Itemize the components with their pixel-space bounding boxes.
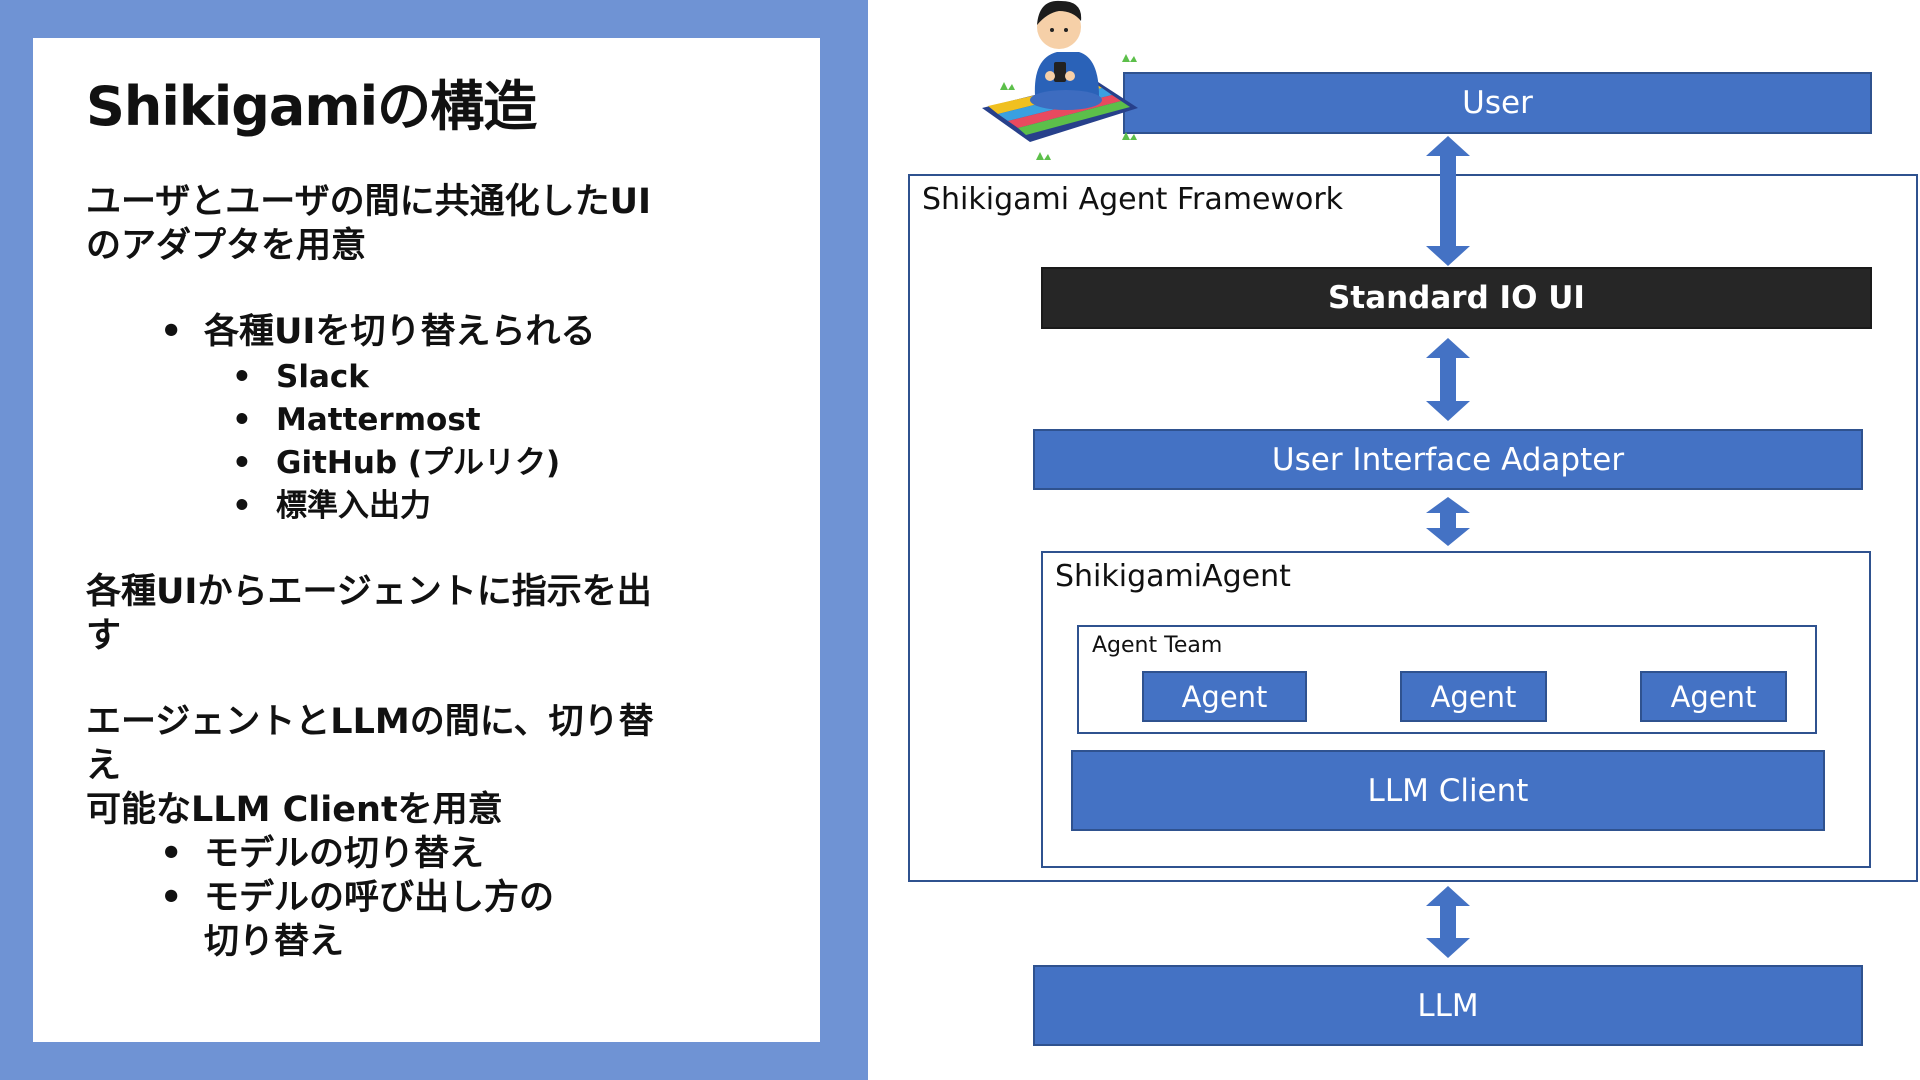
bullet-call-switch: • モデルの呼び出し方の切り替え	[160, 876, 554, 964]
bullet-text: モデルの呼び出し方の	[204, 878, 555, 918]
bullet-text: 各種UIを切り替えられる	[204, 312, 596, 352]
paragraph-ui-adapter: ユーザとユーザの間に共通化したUI のアダプタを用意	[86, 180, 686, 268]
text-card	[33, 38, 820, 1042]
agent-box-2: Agent	[1400, 671, 1547, 722]
agent-team-frame	[1077, 625, 1817, 734]
paragraph-line: 各種UIからエージェントに指示を出	[86, 572, 652, 612]
agent-team-label: Agent Team	[1092, 633, 1223, 658]
bullet-glyph: •	[232, 445, 252, 481]
bidirectional-arrow-io-adapter	[1426, 338, 1470, 421]
bidirectional-arrow-framework-llm	[1426, 886, 1470, 958]
sub-bullet-item: • 標準入出力	[232, 485, 431, 527]
paragraph-line: す	[86, 616, 122, 656]
shikigami-agent-frame	[1041, 551, 1871, 868]
agent-box-1: Agent	[1142, 671, 1307, 722]
bullet-glyph: •	[160, 834, 183, 874]
paragraph-line: エージェントとLLMの間に、切り替え	[86, 702, 654, 786]
sub-bullet-text: Mattermost	[276, 402, 481, 438]
framework-frame	[908, 174, 1918, 882]
bullet-ui-switch: • 各種UIを切り替えられる	[160, 310, 595, 354]
slide-title: Shikigamiの構造	[86, 75, 537, 138]
bullet-glyph: •	[232, 359, 252, 395]
sub-bullet-text: Slack	[276, 359, 369, 395]
bullet-glyph: •	[160, 312, 183, 352]
user-box: User	[1123, 72, 1872, 134]
sub-bullet-text: GitHub (プルリク)	[276, 445, 561, 481]
agent-box-3: Agent	[1640, 671, 1787, 722]
bullet-text-continued: 切り替え	[204, 922, 345, 962]
llm-box: LLM	[1033, 965, 1863, 1046]
sub-bullet-item: • GitHub (プルリク)	[232, 442, 560, 484]
bidirectional-arrow-adapter-agent	[1426, 497, 1470, 546]
bidirectional-arrow-user-io	[1426, 136, 1470, 266]
bullet-glyph: •	[232, 488, 252, 524]
user-illustration-icon	[982, 0, 1138, 160]
sub-bullet-item: • Mattermost	[232, 399, 481, 441]
llm-client-box: LLM Client	[1071, 750, 1825, 831]
sub-bullet-item: • Slack	[232, 356, 369, 398]
user-interface-adapter-box: User Interface Adapter	[1033, 429, 1863, 490]
paragraph-line: 可能なLLM Clientを用意	[86, 790, 503, 830]
framework-label: Shikigami Agent Framework	[922, 182, 1344, 217]
bullet-glyph: •	[232, 402, 252, 438]
bullet-text: モデルの切り替え	[204, 834, 485, 874]
bullet-glyph: •	[160, 878, 183, 918]
sub-bullet-text: 標準入出力	[276, 488, 431, 524]
bullet-text-block: モデルの呼び出し方の切り替え	[204, 876, 554, 964]
paragraph-instructions: 各種UIからエージェントに指示を出 す	[86, 570, 686, 658]
standard-io-ui-box: Standard IO UI	[1041, 267, 1872, 329]
paragraph-line: のアダプタを用意	[86, 226, 367, 266]
bullet-model-switch: • モデルの切り替え	[160, 832, 484, 876]
paragraph-llm-client: エージェントとLLMの間に、切り替え 可能なLLM Clientを用意	[86, 700, 686, 832]
paragraph-line: ユーザとユーザの間に共通化したUI	[86, 182, 652, 222]
shikigami-agent-label: ShikigamiAgent	[1055, 559, 1291, 594]
